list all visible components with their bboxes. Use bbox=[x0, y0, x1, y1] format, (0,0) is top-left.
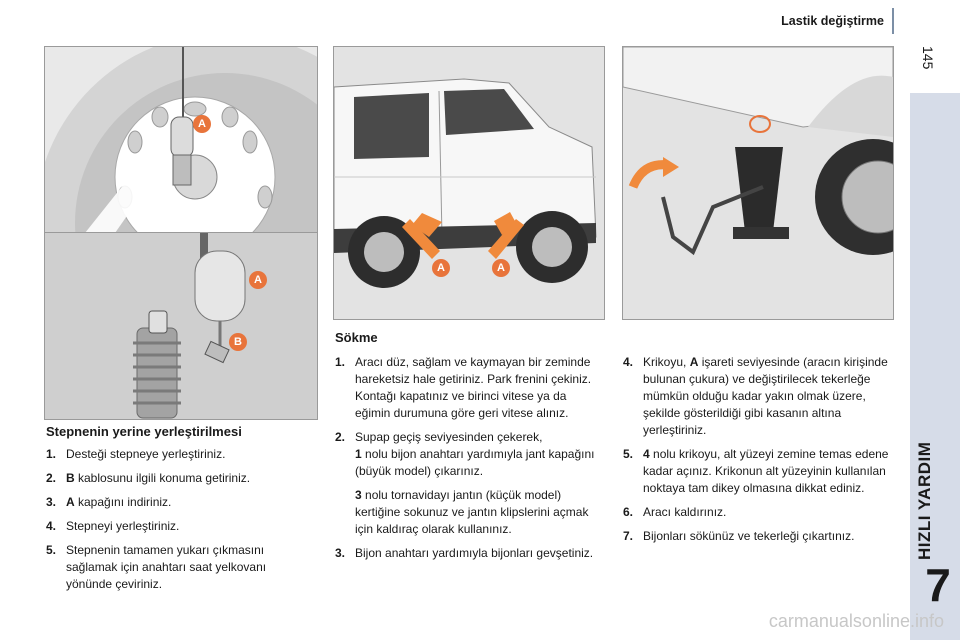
winch-detail-illustration: A B bbox=[44, 232, 318, 420]
list-item: 3.Bijon anahtarı yardımıyla bijonları ge… bbox=[335, 546, 594, 560]
spare-wheel-illustration: A bbox=[44, 46, 318, 234]
list-item: 4.Stepneyi yerleştiriniz. bbox=[46, 519, 180, 533]
middle-steps-list: 1.Aracı düz, sağlam ve kaymayan bir zemi… bbox=[335, 354, 605, 569]
van-drawing bbox=[334, 47, 604, 319]
label-a-badge: A bbox=[432, 259, 450, 277]
list-item: 3.A kapağını indiriniz. bbox=[46, 495, 172, 509]
list-item: 5.4 nolu krikoyu, alt yüzeyi zemine tema… bbox=[623, 447, 889, 495]
page-number: 145 bbox=[920, 46, 936, 70]
list-item: 7.Bijonları sökünüz ve tekerleği çıkartı… bbox=[623, 529, 855, 543]
list-item: 4.Krikoyu, A işareti seviyesinde (aracın… bbox=[623, 355, 888, 437]
chapter-side-band bbox=[910, 93, 960, 640]
label-a-badge: A bbox=[492, 259, 510, 277]
winch-drawing bbox=[45, 233, 317, 419]
page-header-title: Lastik değiştirme bbox=[781, 14, 884, 28]
label-a-badge: A bbox=[193, 115, 211, 133]
list-item: 2.Supap geçiş seviyesinden çekerek,1 nol… bbox=[335, 430, 595, 478]
list-item: 5.Stepnenin tamamen yukarı çıkmasını sağ… bbox=[46, 543, 267, 591]
label-b-badge: B bbox=[229, 333, 247, 351]
list-item: 6.Aracı kaldırınız. bbox=[623, 505, 727, 519]
list-item-note: 3 nolu tornavidayı jantın (küçük model) … bbox=[355, 488, 589, 536]
jack-drawing bbox=[623, 47, 893, 319]
chapter-number: 7 bbox=[925, 559, 951, 611]
left-steps-list: 1.Desteği stepneye yerleştiriniz. 2.B ka… bbox=[46, 446, 308, 600]
list-item: 1.Desteği stepneye yerleştiriniz. bbox=[46, 447, 226, 461]
label-a-badge: A bbox=[249, 271, 267, 289]
chapter-label: HIZLI YARDIM bbox=[915, 441, 934, 560]
jack-illustration bbox=[622, 46, 894, 320]
watermark-text: carmanualsonline.info bbox=[768, 611, 944, 631]
van-side-illustration: A A bbox=[333, 46, 605, 320]
middle-section-title: Sökme bbox=[335, 330, 378, 345]
header-divider bbox=[892, 8, 894, 34]
spare-wheel-drawing bbox=[45, 47, 317, 233]
list-item: 2.B kablosunu ilgili konuma getiriniz. bbox=[46, 471, 251, 485]
list-item: 1.Aracı düz, sağlam ve kaymayan bir zemi… bbox=[335, 355, 592, 420]
right-steps-list: 4.Krikoyu, A işareti seviyesinde (aracın… bbox=[623, 354, 895, 552]
left-section-title: Stepnenin yerine yerleştirilmesi bbox=[46, 424, 242, 439]
